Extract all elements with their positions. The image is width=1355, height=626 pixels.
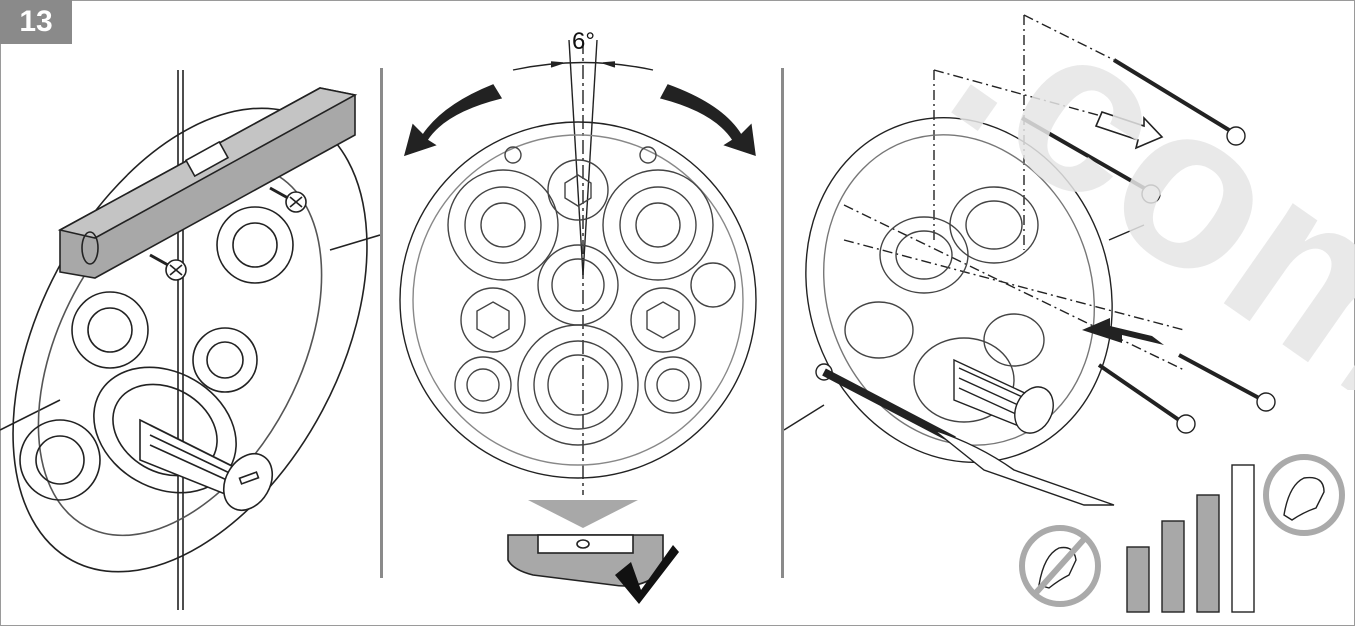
screwdriver	[815, 363, 1115, 506]
cartridge-spindle	[93, 366, 274, 512]
cartridge-spindle	[953, 358, 1054, 434]
screw-illustration	[784, 14, 1345, 613]
level-illustration	[0, 70, 380, 610]
level-vial-indicator	[507, 534, 664, 587]
screw-1	[1112, 58, 1246, 146]
rotate-right-arrow	[659, 84, 756, 157]
screw-2	[1021, 116, 1161, 204]
step-number-badge: 13	[0, 0, 72, 44]
center-port	[537, 244, 619, 326]
valve-right	[216, 206, 294, 284]
torque-bar-2	[1161, 520, 1185, 613]
valve-right	[949, 186, 1039, 264]
mounting-plate	[805, 117, 1113, 463]
torque-bar-3	[1196, 494, 1220, 613]
no-force-icon	[1019, 525, 1101, 607]
torque-bar-4	[1231, 464, 1255, 613]
arrow-insert-icon	[1082, 318, 1164, 345]
panel-divider-2	[781, 68, 784, 578]
torque-bar-1	[1126, 546, 1150, 613]
panel-screw-fixing	[784, 0, 1355, 626]
screw-4	[1178, 353, 1276, 412]
angle-arc	[512, 61, 654, 71]
full-force-icon	[1263, 454, 1345, 536]
valve-left	[71, 291, 149, 369]
screw-left	[149, 253, 187, 281]
level-bubble-vial	[184, 140, 230, 178]
rotate-left-arrow	[403, 84, 503, 157]
torque-scale	[1126, 464, 1255, 613]
panel-divider-1	[380, 68, 383, 578]
screw-right	[269, 186, 307, 213]
panel-level-check	[0, 0, 380, 626]
screw-3	[1097, 363, 1196, 434]
arrow-remove-icon	[1094, 111, 1164, 150]
check-mark-icon	[615, 545, 679, 604]
bottom-port	[517, 324, 639, 446]
valve-port-left	[447, 169, 559, 281]
angle-label: 6°	[572, 28, 595, 55]
angle-illustration	[399, 39, 757, 604]
watermark: .com	[910, 0, 1355, 390]
spirit-level	[57, 87, 358, 279]
panel-angle-tolerance: 6°	[383, 0, 781, 626]
svg-text:.com: .com	[910, 0, 1355, 390]
valve-port-right	[602, 169, 714, 281]
down-arrow	[528, 500, 638, 528]
mounting-plate	[399, 121, 757, 479]
screw-guide-lines	[843, 14, 1185, 371]
